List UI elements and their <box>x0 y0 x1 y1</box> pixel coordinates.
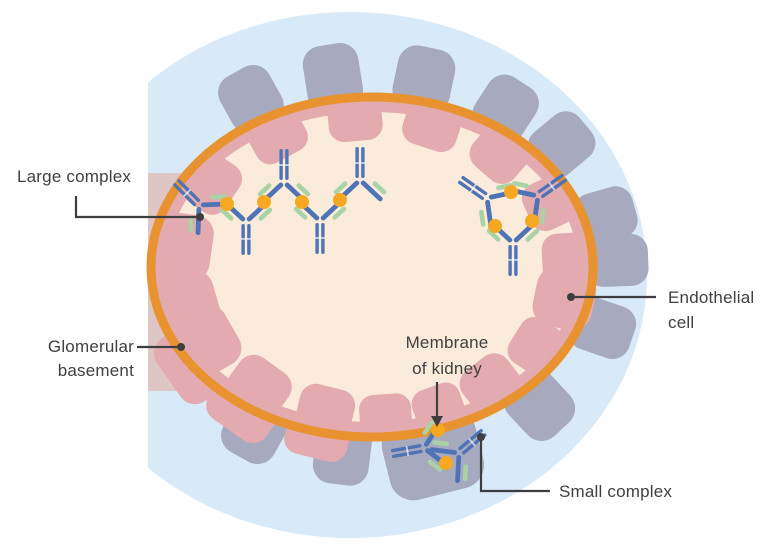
label-line: Large complex <box>17 167 132 186</box>
antigen-dot <box>257 195 271 209</box>
antigen-dot <box>488 219 502 233</box>
leader-lines <box>74 196 656 493</box>
label-small-complex: Small complex <box>559 479 672 504</box>
leader-dot-endothelial-cell <box>567 293 575 301</box>
antigen-dot <box>504 185 518 199</box>
label-line: basement <box>57 361 134 380</box>
endothelial-bump <box>411 382 466 433</box>
antigen-dot <box>295 195 309 209</box>
leader-dot-small-complex <box>477 433 485 441</box>
capillary-lumen <box>166 112 578 422</box>
label-line: Small complex <box>559 482 673 501</box>
antigen-dot <box>525 214 539 228</box>
podocyte-foot <box>585 233 649 287</box>
leader-dot-large-complex <box>196 213 204 221</box>
endothelial-bump <box>295 383 356 438</box>
endothelial-bump <box>359 393 413 439</box>
endothelial-bump <box>507 316 563 374</box>
label-endothelial-cell: Endothelial cell <box>668 285 754 335</box>
label-line: Endothelial <box>668 288 755 307</box>
label-line: cell <box>668 313 695 332</box>
label-large-complex: Large complex <box>17 164 131 189</box>
arrow-head-icon <box>431 416 443 427</box>
antigen-dot <box>333 193 347 207</box>
antigen-dots <box>220 185 539 470</box>
label-line: of kidney <box>412 359 482 378</box>
leader-dot-glomerular-basement <box>177 343 185 351</box>
endothelial-bump <box>327 93 383 143</box>
antigen-dot <box>431 423 445 437</box>
antigen-dot <box>439 456 453 470</box>
kidney-membrane-ring <box>146 92 598 442</box>
label-line: Membrane <box>405 333 489 352</box>
leader-line-large-complex <box>74 196 197 219</box>
label-glomerular-basement: Glomerular basement <box>24 335 134 383</box>
label-line: Glomerular <box>47 337 134 356</box>
label-membrane-of-kidney: Membrane of kidney <box>391 330 503 382</box>
antigen-dot <box>220 197 234 211</box>
leader-line-small-complex <box>479 440 550 493</box>
